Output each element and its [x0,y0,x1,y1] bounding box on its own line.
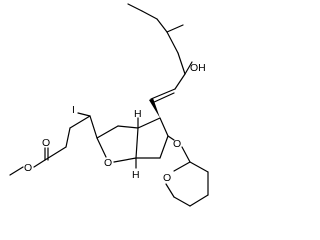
bond-methyl-o [9,166,24,176]
bond-chain-3 [69,115,91,129]
bond-o-carbonyl-carbon [33,159,46,168]
bond-alkene-2 [151,92,175,104]
bond-c5-c6 [159,135,169,159]
atom-iodine: I [72,104,75,116]
atom-hydroxyl: OH [190,62,206,74]
bond-o-thp [181,146,191,163]
bond-thp-6 [173,161,191,172]
bond-c18 [156,18,168,33]
atom-o-thp-ring: O [163,172,171,184]
bond-thp-4 [173,196,191,207]
bond-methyl [166,24,184,33]
atom-h-top: H [134,108,142,120]
bond-c20 [127,3,143,12]
bond-c19 [141,10,158,20]
bond-c4-c5 [159,117,169,137]
bond-c3-c3a [117,125,139,129]
bond-c15-oh [184,61,193,75]
bond-chain-1 [44,146,67,161]
bond-c2-c3 [96,125,119,139]
bond-iodo [77,112,91,117]
bond-thp-5 [165,183,175,198]
bond-thp-1 [189,161,209,173]
bond-o-c6a [113,157,137,163]
atom-o-carbonyl: O [42,137,50,149]
atom-h-bottom: H [132,169,140,181]
thp-group [165,135,209,207]
bond-c16 [177,52,186,75]
bond-c15 [174,73,186,90]
atom-o-ring: O [104,157,112,169]
molecule-diagram: O O I O OH O O H H [9,3,209,207]
bond-c17 [166,31,179,54]
atom-o-ester: O [24,162,32,174]
bond-chain-4 [89,115,98,139]
bond-ring-fusion [135,127,139,159]
bond-c5-o [167,135,175,141]
bicyclic-core [96,117,169,169]
bond-chain-2 [65,127,71,148]
bond-c2-o [96,137,107,158]
atom-o-thp-link: O [173,138,181,150]
omega-chain [127,3,193,118]
wedge-c4-c13 [149,98,160,118]
bond-thp-3 [189,194,209,207]
ester-chain [9,112,98,176]
structure-svg: O O I O OH O O H H [9,3,209,207]
bond-c3a-c4 [137,117,161,129]
bond-alkene-1 [150,88,176,100]
